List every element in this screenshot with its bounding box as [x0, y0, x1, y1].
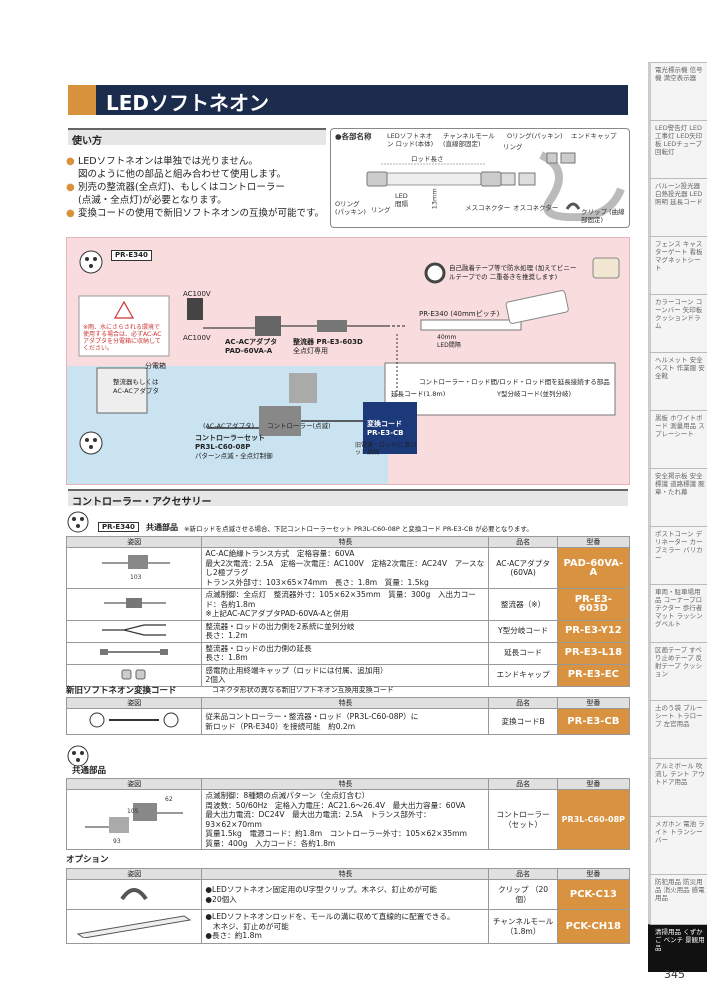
conversion-title: 新旧ソフトネオン変換コード — [66, 686, 177, 696]
common-parts-title: 共通部品 — [146, 523, 178, 532]
channel-mold-image — [76, 915, 192, 939]
svg-text:105: 105 — [127, 808, 139, 815]
usage-list: LEDソフトネオンは単独では光りません。図のように他の部品と組み合わせて使用しま… — [66, 155, 326, 220]
model-number[interactable]: PR-E3-EC — [556, 663, 631, 687]
connection-lines — [78, 250, 620, 455]
table-row: ●LEDソフトネオンロッドを、モールの溝に収めて直線的に配置できる。 木ネジ、釘… — [65, 909, 631, 944]
table-row: 感電防止用終端キャップ（ロッドには付属、追加用）2個入 エンドキャップ PR-E… — [65, 663, 631, 687]
sidebar-item[interactable]: 安全掲示板 安全標識 道路標識 腕章・たれ幕 — [648, 468, 707, 526]
table-row: 従来品コントローラー・整流器・ロッド（PR3L-C60-08P）に新ロッド（PR… — [65, 708, 631, 735]
controller-image: 62 105 93 — [85, 796, 184, 845]
page-title-bar: LEDソフトネオン — [68, 85, 628, 115]
conversion-cord-image — [89, 712, 179, 728]
table-row: 点滅制御：全点灯 整流器外寸：105×62×35mm 質量：300g 入出力コー… — [65, 588, 631, 621]
sidebar-item[interactable]: 土のう袋 ブルーシート トラロープ 左官用品 — [648, 700, 707, 758]
usage-bullet: 変換コードの使用で新旧ソフトネオンの互換が可能です。 — [66, 207, 326, 220]
parts-illustration — [366, 151, 625, 222]
extension-cord-image — [100, 648, 169, 655]
table-row: 整流器・ロッドの出力側を2系統に並列分岐長さ：1.2m Y型分岐コード PR-E… — [65, 619, 631, 643]
pr-e340-tag: PR-E340 — [98, 522, 139, 532]
y-cord-image — [102, 624, 167, 636]
page-title: LEDソフトネオン — [106, 91, 270, 115]
parts-name-diagram: ●各部名称 LEDソフトネオン ロッド(本体) チャンネルモール (直線部固定)… — [330, 128, 630, 228]
sidebar-item[interactable]: ヘルメット 安全ベスト 作業服 安全靴 — [648, 352, 707, 410]
clip-image — [120, 888, 148, 901]
ac-adapter-image: 103 — [102, 554, 171, 581]
sidebar-item[interactable]: 防犯用品 防災用品 消火用品 感電用品 — [648, 874, 707, 924]
model-number[interactable]: PR3L-C60-08P — [556, 789, 631, 850]
caution-note: ※雨、水にさらされる環境で使用する場合は、必ずAC-ACアダプタを分電箱に収納し… — [83, 324, 162, 352]
conversion-desc: コネクタ形状の異なる新旧ソフトネオン互換用変換コード — [212, 686, 394, 694]
option-title: オプション — [66, 855, 109, 865]
option-table: 姿図 特長 品名 型番 ●LEDソフトネオン固定用のU字型クリップ。木ネジ、釘止… — [65, 868, 631, 944]
connection-diagram: PR-E340 ※雨、水にさらされる環境で使用する場合は、必ずAC-ACアダプタ… — [66, 237, 630, 485]
svg-text:62: 62 — [165, 796, 173, 803]
model-number[interactable]: PR-E3-603D — [556, 588, 631, 621]
sidebar-item[interactable]: アルミボール 吹流し テント アウトドア用品 — [648, 758, 707, 816]
sidebar-item-active[interactable]: 清掃用品 くずかご ベンチ 景観用品 — [648, 924, 707, 972]
page-number: 345 — [664, 968, 685, 981]
svg-text:93: 93 — [113, 838, 121, 845]
model-number[interactable]: PR-E3-Y12 — [556, 619, 631, 643]
sidebar-item[interactable]: フェンス キャスターゲート 看板 マグネットシート — [648, 236, 707, 294]
sidebar-item[interactable]: カラーコーン コーンバー 矢印板 クッションドラム — [648, 294, 707, 352]
table-row: 整流器・ロッドの出力側の延長長さ：1.8m 延長コード PR-E3-L18 — [65, 641, 631, 665]
sidebar-item[interactable]: バルーン投光器 白熱投光器 LED照明 延長コード — [648, 178, 707, 236]
model-number[interactable]: PCK-CH18 — [556, 909, 631, 944]
usage-bullet: 別売の整流器(全点灯)、もしくはコントローラー(点滅・全点灯)が必要となります。 — [66, 181, 326, 207]
sidebar-item[interactable]: LED警告灯 LED工事灯 LED矢印板 LEDチューブ 回転灯 — [648, 120, 707, 178]
sidebar-item[interactable]: 電光標示機 信号機 満空表示器 — [648, 62, 707, 120]
shared-parts-title: 共通部品 — [72, 766, 107, 776]
sidebar-item[interactable]: 車両・駐車場用品 コーナープロテクター 歩行者マット ラッシングベルト — [648, 584, 707, 642]
category-sidebar: 電光標示機 信号機 満空表示器 LED警告灯 LED工事灯 LED矢印板 LED… — [648, 62, 707, 972]
svg-text:103: 103 — [130, 574, 142, 581]
model-number[interactable]: PR-E3-CB — [556, 708, 631, 735]
model-number[interactable]: PCK-C13 — [556, 879, 631, 910]
common-parts-note: ※新ロッドを点滅させる場合、下記コントローラーセット PR3L-C60-08P … — [184, 525, 533, 533]
connector-icon — [67, 745, 89, 767]
table-row: ●LEDソフトネオン固定用のU字型クリップ。木ネジ、釘止めが可能●20個入 クリ… — [65, 879, 631, 910]
usage-heading: 使い方 — [68, 128, 326, 147]
conversion-table: 姿図 特長 品名 型番 従来品コントローラー・整流器・ロッド（PR3L-C60-… — [65, 697, 631, 735]
connector-icon — [67, 511, 89, 533]
sidebar-item[interactable]: メガホン 電池 ライト トランシーバー — [648, 816, 707, 874]
pr-e340-tag: PR-E340 — [111, 250, 152, 261]
usage-bullet: LEDソフトネオンは単独では光りません。図のように他の部品と組み合わせて使用しま… — [66, 155, 326, 181]
sidebar-item[interactable]: ポストコーン デリネーター カーブミラー バリカー — [648, 526, 707, 584]
model-number[interactable]: PR-E3-L18 — [556, 641, 631, 665]
sidebar-item[interactable]: 区画テープ すべり止めテープ 反射テープ クッション — [648, 642, 707, 700]
end-cap-image — [121, 669, 146, 680]
rectifier-image — [104, 598, 167, 608]
accessories-heading: コントローラー・アクセサリー — [68, 489, 628, 508]
model-number[interactable]: PAD-60VA-A — [556, 547, 631, 589]
sidebar-item[interactable]: 黒板 ホワイトボード 測量用品 スプレーシート — [648, 410, 707, 468]
